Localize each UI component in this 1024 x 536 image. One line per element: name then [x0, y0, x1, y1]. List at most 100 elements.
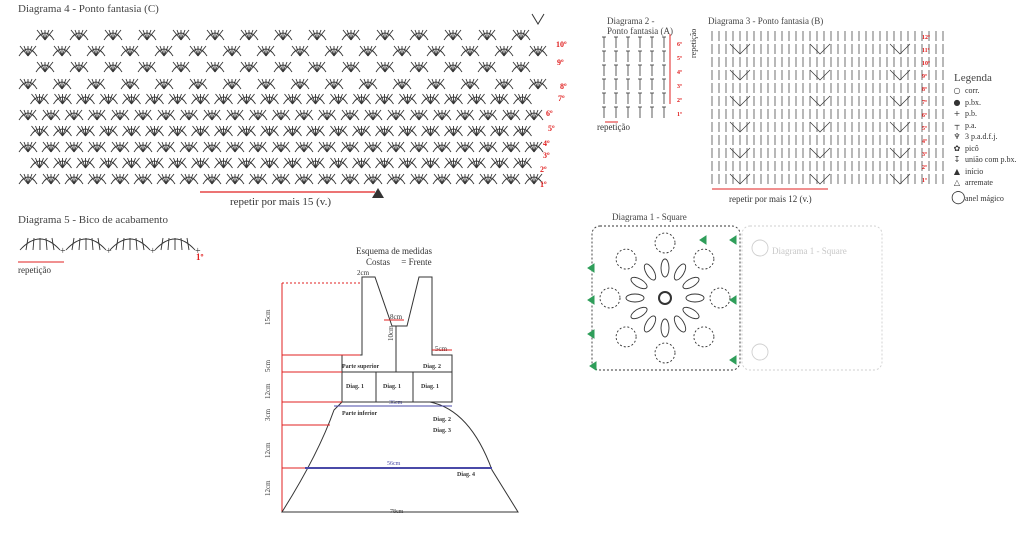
dc-stitch [19, 45, 29, 57]
diagram3-row-number: 4º [922, 139, 927, 145]
dc-stitch [433, 141, 443, 153]
dc-stitch [512, 29, 522, 41]
dc-stitch [525, 173, 535, 185]
dc-stitch [284, 93, 293, 105]
dc-stitch [456, 173, 466, 185]
dc-stitch [397, 45, 403, 57]
dc-stitch [364, 173, 374, 185]
dc-stitch [230, 173, 236, 185]
dc-stitch [108, 157, 113, 169]
legend-item-label: união com p.bx. [963, 155, 1017, 164]
dc-stitch [518, 125, 523, 137]
dc-stitch [522, 125, 531, 137]
dc-stitch [197, 45, 207, 57]
dc-stitch [186, 237, 190, 251]
dc-stitch [410, 173, 420, 185]
dc-stitch [234, 109, 240, 121]
red-axis-guide [281, 283, 518, 513]
dc-stitch [119, 109, 125, 121]
dc-stitch [333, 78, 343, 90]
v-stitch [729, 173, 751, 185]
dc-stitch [188, 173, 198, 185]
dc-stitch [372, 141, 378, 153]
dc-stitch [537, 45, 543, 57]
dc-stitch [326, 173, 332, 185]
dc-stitch [499, 45, 505, 57]
dc-stitch [426, 125, 431, 137]
dc-stitch [280, 109, 290, 121]
dc-stitch [326, 141, 332, 153]
dc-stitch [510, 173, 520, 185]
legend-item-label: picô [963, 143, 979, 153]
dc-stitch [131, 157, 140, 169]
petal [625, 293, 645, 303]
dc-stitch [35, 157, 40, 169]
dc-stitch [276, 173, 282, 185]
dc-stitch [479, 109, 489, 121]
dc-stitch [74, 29, 80, 41]
dc-stitch [244, 29, 250, 41]
dc-stitch [499, 125, 508, 137]
dc-stitch [127, 93, 132, 105]
dc-stitch [274, 61, 284, 73]
v-stitch [889, 95, 911, 107]
dc-stitch [23, 173, 29, 185]
dc-stitch [280, 141, 290, 153]
dc-stitch [214, 29, 220, 41]
diagram5-scallops: ++++ [19, 237, 201, 257]
dc-stitch [131, 93, 136, 105]
dc-stitch [349, 109, 359, 121]
dc-stitch [69, 109, 75, 121]
dc-stitch [529, 173, 535, 185]
dc-stitch [349, 141, 355, 153]
dc-stitch [223, 93, 232, 105]
plus-sign: + [106, 246, 112, 257]
dc-stitch [246, 157, 251, 169]
dc-stitch [45, 237, 48, 251]
dc-stitch [384, 157, 393, 169]
diagram2-row-number: 6º [677, 42, 682, 48]
dc-stitch [465, 78, 471, 90]
dc-stitch [533, 141, 539, 153]
dc-stitch [180, 61, 190, 73]
chain-stitch-icon: ○ [953, 86, 961, 95]
dc-stitch [248, 61, 254, 73]
dc-stitch [207, 141, 213, 153]
legend-item-label: p.bx. [963, 97, 981, 107]
dc-stitch [231, 45, 241, 57]
dc-stitch [123, 125, 132, 137]
magic-ring-icon: ◯ [951, 189, 966, 205]
dc-stitch [312, 61, 318, 73]
dc-stitch [246, 125, 255, 137]
dc-stitch [460, 173, 466, 185]
dc-stitch [127, 157, 132, 169]
dc-stitch [165, 173, 175, 185]
dc-stitch [215, 157, 224, 169]
dc-stitch [96, 109, 106, 121]
dc-stitch [27, 45, 33, 57]
dc-stitch [516, 29, 522, 41]
dc-stitch [226, 109, 236, 121]
dc-stitch [242, 157, 247, 169]
dc-stitch [219, 125, 224, 137]
dc-stitch [333, 45, 339, 57]
dc-stitch [206, 61, 216, 73]
diagram2-grid [602, 36, 666, 118]
dc-stitch [295, 78, 301, 90]
dc-stitch [316, 29, 326, 41]
dc-stitch [257, 141, 267, 153]
dc-stitch [269, 125, 274, 137]
dc-stitch [456, 141, 466, 153]
dc-stitch [350, 29, 356, 41]
dc-stitch [85, 125, 94, 137]
dc-stitch [40, 61, 46, 73]
dc-stitch [367, 45, 377, 57]
dc-stitch [341, 109, 351, 121]
dc-stitch [203, 141, 213, 153]
dc-stitch [257, 109, 267, 121]
dc-stitch [223, 78, 233, 90]
dc-stitch [372, 109, 378, 121]
dc-stitch [380, 93, 385, 105]
dc-stitch [269, 157, 278, 169]
dc-stitch [529, 45, 539, 57]
